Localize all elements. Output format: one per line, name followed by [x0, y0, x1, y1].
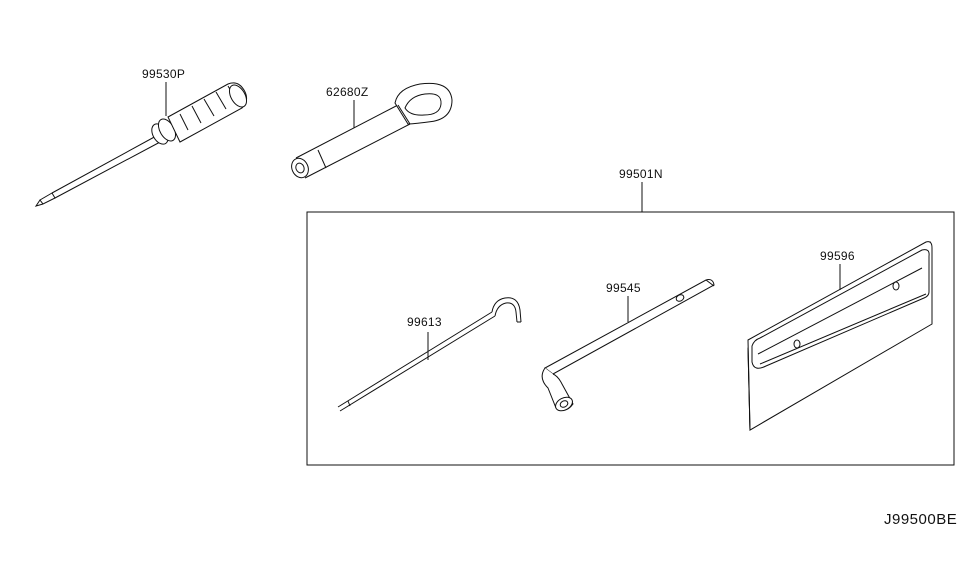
- diagram-code: J99500BE: [884, 511, 957, 528]
- label-tow-hook: 62680Z: [326, 85, 369, 99]
- label-tool-kit: 99501N: [619, 167, 663, 181]
- jack-handle-drawing[interactable]: [337, 297, 522, 412]
- label-tool-bag: 99596: [820, 249, 855, 263]
- tool-bag-drawing[interactable]: [747, 241, 933, 431]
- screwdriver-drawing[interactable]: [34, 82, 250, 207]
- tool-kit-box[interactable]: [306, 211, 955, 466]
- wheel-wrench-drawing[interactable]: [541, 279, 715, 414]
- label-jack-handle: 99613: [407, 315, 442, 329]
- label-wheel-wrench: 99545: [606, 281, 641, 295]
- tow-hook-drawing[interactable]: [289, 82, 453, 180]
- label-screwdriver: 99530P: [142, 67, 185, 81]
